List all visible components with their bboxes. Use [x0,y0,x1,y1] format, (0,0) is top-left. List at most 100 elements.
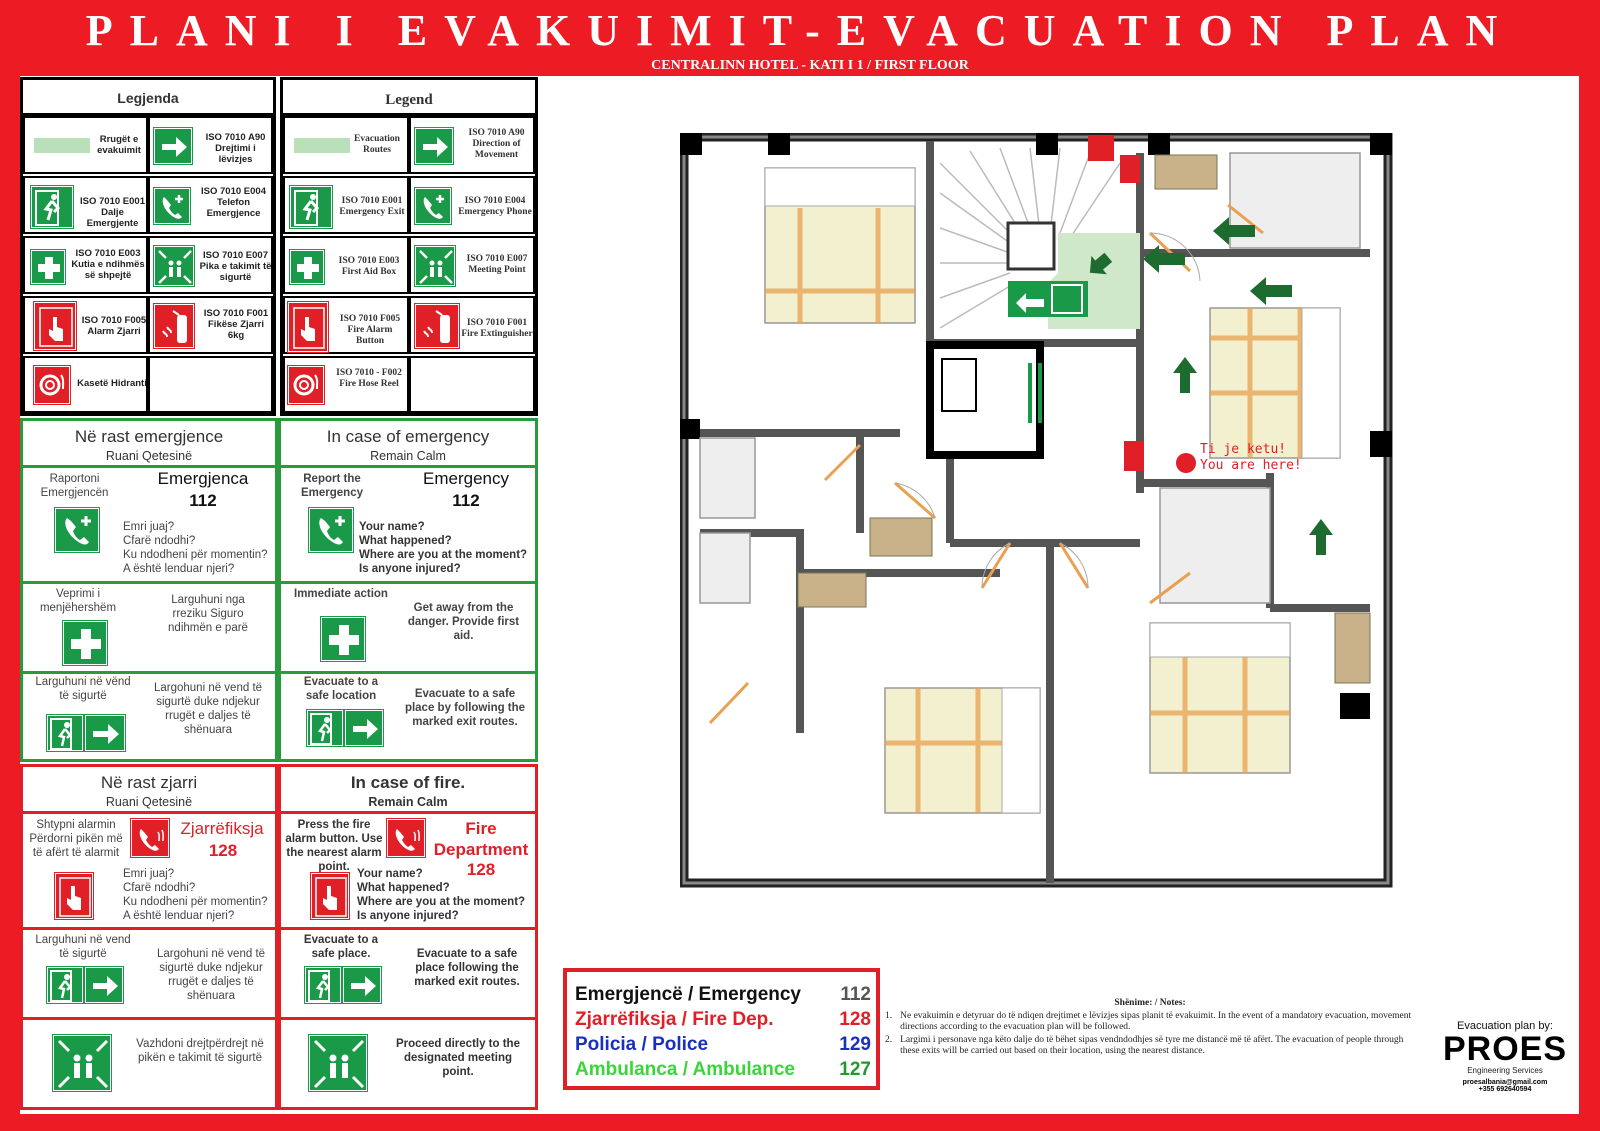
emergency-phone-icon [308,507,354,553]
question: Emri juaj? [123,868,175,880]
fire-en-number-title: Fire Department [433,819,529,859]
emergency-phone-icon [414,187,452,225]
legend-label: ISO 7010 E004 Emergency Phone [458,196,532,217]
credit-phone: +355 692640594 [1478,1086,1532,1093]
route-swatch [294,138,350,153]
note-item: Largimi i personave nga këto dalje do të… [900,1035,1404,1056]
emergency-number-label: Zjarrëfiksja / Fire Dep. [575,1009,774,1030]
direction-arrow-icon [414,127,454,165]
legend-al-item: ISO 7010 E007 Pika e takimit të sigurtë [148,236,273,294]
legend-label: ISO 7010 F005 Fire Alarm Button [339,314,401,346]
question: Your name? [359,521,425,533]
fire-hose-reel-icon [287,365,325,405]
question: A është lenduar njeri? [123,910,235,922]
question: What happened? [357,882,450,894]
legend-en-item: ISO 7010 A90 Direction of Movement [409,116,535,174]
question: Cfarë ndodhi? [123,535,196,547]
legend-label: ISO 7010 E001 Dalje Emergjente [80,196,145,229]
credit-block: Evacuation plan by: PROES Engineering Se… [1440,1020,1570,1093]
fire-al-calm: Ruani Qetesinë [105,795,193,809]
emergency-en-number: 112 [452,491,480,510]
emergency-exit-icon [289,185,333,229]
legend-en-item: ISO 7010 F001 Fire Extinguisher [409,296,535,354]
fire-al-heading: Në rast zjarri [100,773,198,792]
emergency-phone-icon [54,507,100,553]
brand-logo: PROES [1442,1030,1568,1068]
legend-en-item: ISO 7010 E004 Emergency Phone [409,176,535,234]
emergency-al-report: Raportoni Emergjencën [40,473,109,499]
you-are-here-en: You are here! [1200,458,1302,473]
legend-label: Kasetë Hidranti [77,378,147,389]
question: Your name? [357,868,423,880]
emergency-en-panel: In case of emergency Remain Calm Report … [278,418,538,762]
question: Ku ndodheni për momentin? [123,896,268,908]
emergency-number-label: Emergjencë / Emergency [575,984,801,1005]
emergency-number-value: 127 [839,1059,871,1080]
fire-extinguisher-icon [153,303,195,349]
legend-en-item: ISO 7010 F005 Fire Alarm Button [283,296,409,354]
question: Emri juaj? [123,521,175,533]
fire-al-meeting-text: Vazhdoni drejtpërdrejt në pikën e takimi… [136,1038,264,1064]
arrow-right-icon [342,966,382,1004]
emergency-en-heading: In case of emergency [326,427,490,446]
notes-title: Shënime: / Notes: [1114,998,1186,1008]
emergency-number-value: 128 [839,1009,871,1030]
fire-hose-reel-icon [33,365,71,405]
emergency-en-number-title: Emergency [423,469,509,488]
legend-al-item: ISO 7010 F001 Fikëse Zjarri 6kg [148,296,273,354]
meeting-point-icon [52,1034,112,1092]
legend-en-empty [409,356,535,413]
legend-label: ISO 7010 A90 Drejtimi i lëvizjes [205,132,266,165]
meeting-point-icon [414,245,456,287]
legend-en-item: ISO 7010 E007 Meeting Point [409,236,535,294]
legend-en-item: ISO 7010 E001 Emergency Exit [283,176,409,234]
legend-en-item: Evacuation Routes [283,116,409,174]
fire-alarm-icon [54,872,94,920]
fire-en-meeting-text: Proceed directly to the designated meeti… [396,1038,520,1078]
page-subtitle: CENTRALINN HOTEL - KATI I 1 / FIRST FLOO… [651,58,969,73]
meeting-point-icon [153,245,195,287]
first-aid-icon [289,249,325,285]
fire-alarm-icon [33,301,77,351]
fire-al-evacuate: Larguhuni në vend të sigurtë [35,934,131,960]
legend-en-item: ISO 7010 E003 First Aid Box [283,236,409,294]
fire-alarm-icon [287,301,329,353]
fire-en-alarm: Press the fire alarm button. Use the nea… [285,819,383,873]
emergency-al-number: 112 [189,491,217,510]
first-aid-icon [62,620,108,666]
fire-en-panel: In case of fire. Remain Calm Press the f… [278,764,538,1110]
emergency-exit-icon [304,966,342,1004]
fire-alarm-icon [310,872,350,920]
emergency-number-label: Policia / Police [575,1034,709,1055]
emergency-al-heading: Në rast emergjence [74,427,224,446]
question: Cfarë ndodhi? [123,882,196,894]
legend-label: Evacuation Routes [354,134,400,155]
legend-al-item: ISO 7010 E001 Dalje Emergjente [23,176,148,234]
floor-plan [679,132,1393,891]
emergency-en-immediate-text: Get away from the danger. Provide first … [407,602,520,642]
emergency-al-evacuate: Larguhuni në vënd të sigurtë [35,676,131,702]
emergency-al-panel: Në rast emergjence Ruani Qetesinë Raport… [20,418,278,762]
emergency-al-calm: Ruani Qetesinë [105,449,193,463]
question: Where are you at the moment? [357,896,526,908]
legend-al-item: ISO 7010 F005 Alarm Zjarri [23,296,148,354]
legend-al-title: Legjenda [23,80,273,116]
legend-label: ISO 7010 F001 Fire Extinguisher [461,318,533,339]
notes-block: Shënime: / Notes: 1.Ne evakuimin e detyr… [885,998,1415,1057]
fire-en-evacuate-text: Evacuate to a safe place following the m… [414,948,520,988]
legend-label: ISO 7010 E003 First Aid Box [338,256,400,277]
emergency-al-immediate-text: Larguhuni nga rreziku Siguro ndihmën e p… [168,594,248,634]
question: A është lenduar njeri? [123,563,235,575]
fire-en-number: 128 [466,860,496,879]
legend-en-item: ISO 7010 - F002 Fire Hose Reel [283,356,409,413]
you-are-here-dot [1176,453,1196,473]
emergency-al-number-title: Emergjenca [157,469,249,488]
question: What happened? [359,535,452,547]
credit-email: proesalbania@gmail.com [1462,1079,1548,1086]
arrow-right-icon [84,966,124,1004]
emergency-exit-icon [46,966,84,1004]
question: Ku ndodheni për momentin? [123,549,268,561]
